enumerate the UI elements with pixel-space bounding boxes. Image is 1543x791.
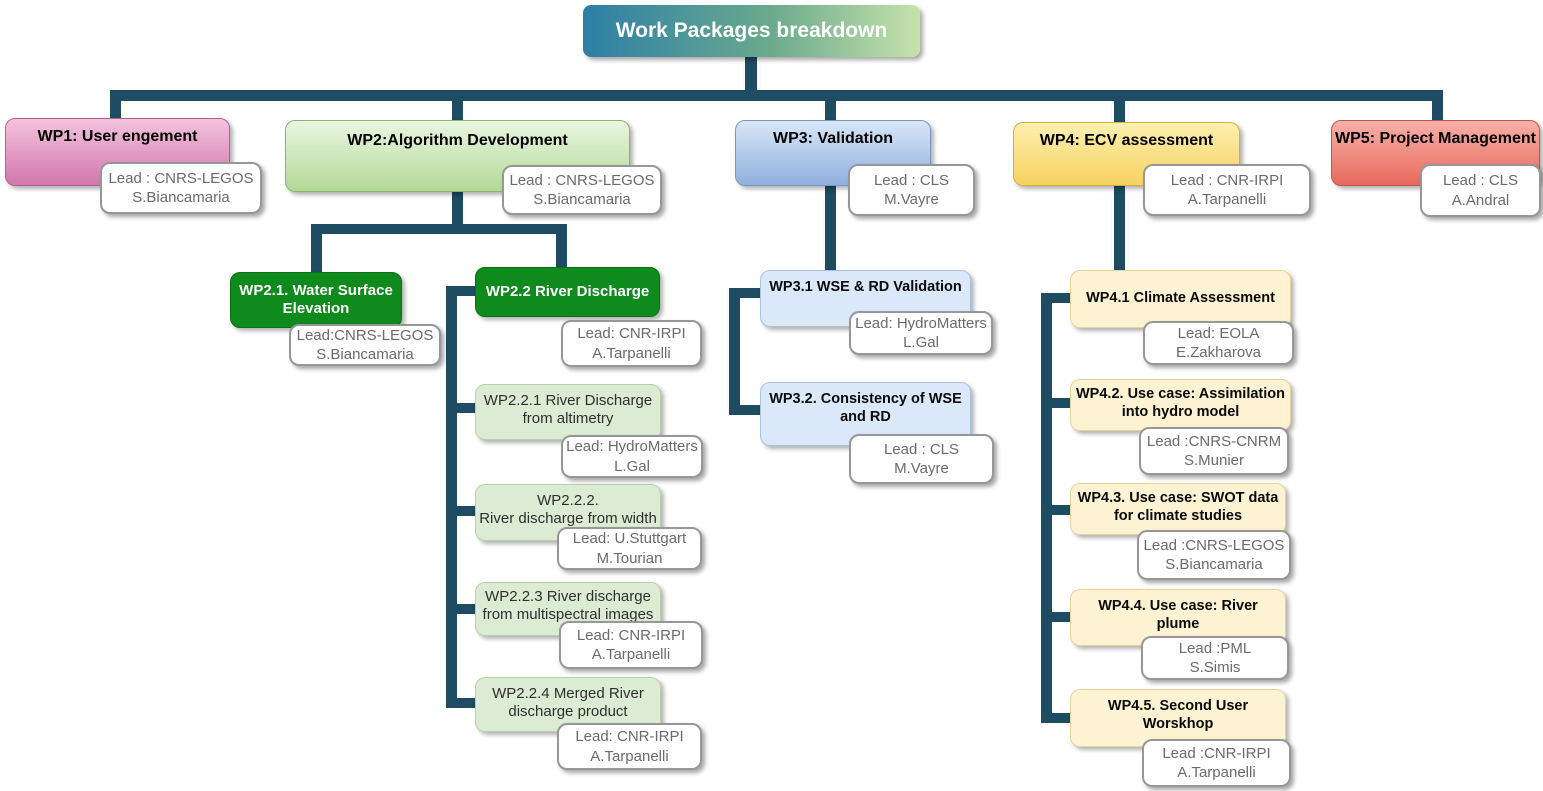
lead-wp44: Lead :PML S.Simis	[1141, 636, 1289, 680]
connector-wp222-stub	[446, 506, 475, 516]
lead-wp2-text: Lead : CNRS-LEGOS S.Biancamaria	[509, 171, 655, 208]
connector-wp3-down	[825, 186, 836, 274]
node-wp222-label: WP2.2.2. River discharge from width	[479, 492, 657, 528]
node-wp223-label: WP2.2.3 River discharge from multispectr…	[482, 588, 654, 624]
lead-wp224-text: Lead: CNR-IRPI A.Tarpanelli	[575, 728, 684, 765]
connector-wp5-stub	[1432, 90, 1443, 124]
lead-wp22: Lead: CNR-IRPI A.Tarpanelli	[561, 320, 702, 367]
lead-wp1-text: Lead : CNRS-LEGOS S.Biancamaria	[108, 169, 254, 206]
lead-wp5-text: Lead : CLS A.Andral	[1442, 172, 1519, 209]
lead-wp32-text: Lead : CLS M.Vayre	[883, 440, 960, 477]
lead-wp22-text: Lead: CNR-IRPI A.Tarpanelli	[577, 325, 686, 362]
node-wp22: WP2.2 River Discharge	[475, 267, 660, 317]
connector-wp2-split	[311, 224, 567, 234]
diagram-title: Work Packages breakdown	[583, 5, 920, 57]
node-wp32-label: WP3.2. Consistency of WSE and RD	[769, 391, 962, 425]
connector-wp22-down	[556, 224, 567, 272]
connector-wp1-stub	[110, 90, 121, 122]
lead-wp42: Lead :CNRS-CNRM S.Munier	[1139, 427, 1289, 475]
lead-wp43: Lead :CNRS-LEGOS S.Biancamaria	[1137, 530, 1291, 580]
node-wp45: WP4.5. Second User Worskhop	[1070, 689, 1286, 747]
connector-wp44-stub	[1041, 612, 1070, 622]
connector-wp41-stub	[1041, 293, 1070, 303]
lead-wp3: Lead : CLS M.Vayre	[848, 164, 975, 216]
node-wp44-label: WP4.4. Use case: River plume	[1098, 598, 1258, 632]
lead-wp223: Lead: CNR-IRPI A.Tarpanelli	[559, 621, 703, 669]
lead-wp21: Lead:CNRS-LEGOS S.Biancamaria	[289, 324, 441, 366]
lead-wp44-text: Lead :PML S.Simis	[1178, 639, 1252, 676]
lead-wp42-text: Lead :CNRS-CNRM S.Munier	[1146, 432, 1282, 469]
connector-wp45-stub	[1041, 713, 1070, 723]
lead-wp5: Lead : CLS A.Andral	[1420, 164, 1541, 217]
node-wp1-label: WP1: User engement	[37, 128, 198, 145]
node-wp45-label: WP4.5. Second User Worskhop	[1107, 698, 1249, 732]
connector-wp4-down	[1114, 186, 1125, 274]
lead-wp41: Lead: EOLA E.Zakharova	[1143, 321, 1294, 365]
node-wp42: WP4.2. Use case: Assimilation into hydro…	[1070, 379, 1291, 431]
node-wp22-label: WP2.2 River Discharge	[485, 282, 650, 300]
connector-wp22-trunk	[446, 286, 457, 708]
node-wp224: WP2.2.4 Merged River discharge product	[475, 677, 661, 732]
node-wp43: WP4.3. Use case: SWOT data for climate s…	[1070, 483, 1286, 535]
lead-wp222-text: Lead: U.Stuttgart M.Tourian	[572, 530, 687, 567]
lead-wp4: Lead : CNR-IRPI A.Tarpanelli	[1143, 164, 1311, 216]
node-wp3-label: WP3: Validation	[772, 130, 893, 147]
lead-wp223-text: Lead: CNR-IRPI A.Tarpanelli	[576, 626, 686, 663]
connector-wp221-stub	[446, 403, 475, 413]
connector-main-bus	[110, 90, 1443, 101]
diagram-title-text: Work Packages breakdown	[615, 19, 888, 42]
connector-wp32-stub	[729, 405, 760, 415]
lead-wp45: Lead :CNR-IRPI A.Tarpanelli	[1142, 739, 1291, 787]
connector-wp2-down	[452, 190, 463, 232]
lead-wp2: Lead : CNRS-LEGOS S.Biancamaria	[502, 165, 662, 215]
lead-wp221: Lead: HydroMatters L.Gal	[561, 435, 703, 478]
lead-wp31-text: Lead: HydroMatters L.Gal	[855, 314, 987, 351]
lead-wp31: Lead: HydroMatters L.Gal	[849, 311, 993, 355]
connector-wp43-stub	[1041, 505, 1070, 515]
lead-wp43-text: Lead :CNRS-LEGOS S.Biancamaria	[1143, 536, 1285, 573]
node-wp221: WP2.2.1 River Discharge from altimetry	[475, 384, 661, 440]
connector-wp42-stub	[1041, 398, 1070, 408]
node-wp31-label: WP3.1 WSE & RD Validation	[769, 279, 962, 295]
node-wp221-label: WP2.2.1 River Discharge from altimetry	[483, 392, 653, 428]
lead-wp224: Lead: CNR-IRPI A.Tarpanelli	[557, 723, 702, 770]
lead-wp1: Lead : CNRS-LEGOS S.Biancamaria	[100, 162, 262, 214]
lead-wp21-text: Lead:CNRS-LEGOS S.Biancamaria	[296, 326, 434, 363]
lead-wp41-text: Lead: EOLA E.Zakharova	[1175, 324, 1262, 361]
lead-wp3-text: Lead : CLS M.Vayre	[873, 171, 950, 208]
connector-wp223-stub	[446, 604, 475, 614]
lead-wp222: Lead: U.Stuttgart M.Tourian	[557, 527, 702, 570]
node-wp41: WP4.1 Climate Assessment	[1070, 270, 1291, 328]
lead-wp32: Lead : CLS M.Vayre	[849, 434, 994, 484]
node-wp2-label: WP2:Algorithm Development	[347, 132, 568, 149]
node-wp5-label: WP5: Project Management	[1335, 130, 1536, 147]
node-wp4-label: WP4: ECV assessment	[1039, 132, 1214, 149]
lead-wp45-text: Lead :CNR-IRPI A.Tarpanelli	[1162, 744, 1271, 781]
connector-wp3-stub	[825, 90, 836, 124]
node-wp42-label: WP4.2. Use case: Assimilation into hydro…	[1076, 386, 1285, 420]
node-wp41-label: WP4.1 Climate Assessment	[1086, 290, 1275, 307]
lead-wp4-text: Lead : CNR-IRPI A.Tarpanelli	[1170, 171, 1284, 208]
connector-wp22-elbow	[446, 286, 475, 296]
node-wp21: WP2.1. Water Surface Elevation	[230, 272, 402, 328]
node-wp21-label: WP2.1. Water Surface Elevation	[239, 281, 393, 317]
connector-wp224-stub	[446, 698, 475, 708]
node-wp224-label: WP2.2.4 Merged River discharge product	[492, 685, 644, 721]
lead-wp221-text: Lead: HydroMatters L.Gal	[566, 438, 698, 475]
connector-wp31-stub	[729, 288, 760, 298]
connector-wp4-stub	[1114, 90, 1125, 126]
connector-wp21-down	[311, 224, 322, 276]
connector-wp2-stub	[452, 90, 463, 124]
node-wp43-label: WP4.3. Use case: SWOT data for climate s…	[1077, 490, 1279, 524]
connector-title-stub	[745, 55, 757, 95]
connector-wp3-trunk	[729, 288, 740, 415]
